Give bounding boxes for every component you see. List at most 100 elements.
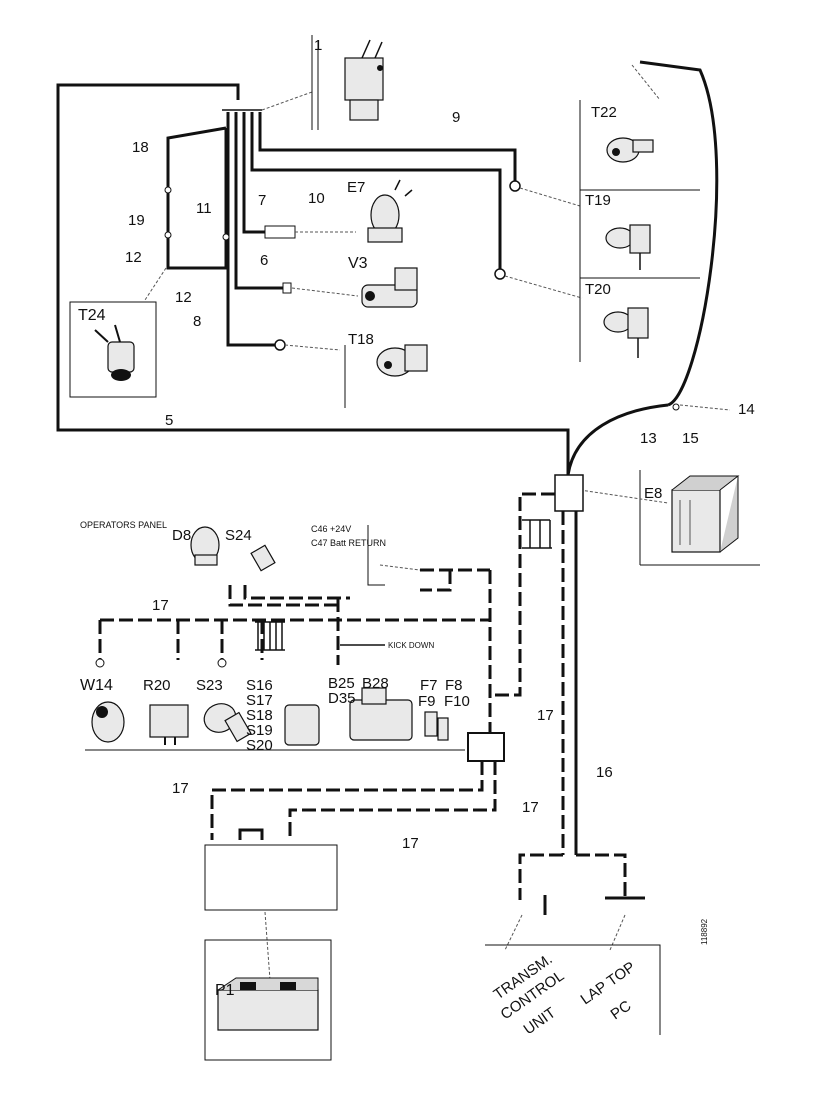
label-laptop-2: PC: [608, 997, 635, 1023]
label-S24: S24: [225, 527, 252, 544]
connector-dot-12: [164, 231, 172, 239]
label-E7: E7: [347, 179, 365, 196]
wire-17-to-p1-b: [288, 761, 497, 840]
frame-p1-top: [204, 844, 338, 911]
switch-comb: [255, 621, 285, 651]
label-T18: T18: [348, 331, 374, 348]
label-17c: 17: [172, 780, 189, 797]
label-9: 9: [452, 109, 460, 126]
label-E8: E8: [644, 485, 662, 502]
label-13: 13: [640, 430, 657, 447]
label-15: 15: [682, 430, 699, 447]
leader-1: [261, 91, 313, 111]
label-11: 11: [196, 200, 212, 217]
wire-branch-mid: [490, 492, 555, 697]
p1-jumper: [238, 828, 264, 840]
component-frames-bottom: [85, 525, 661, 1061]
frame-e8: [639, 470, 760, 566]
label-drawing-id: 118892: [700, 918, 709, 945]
frame-1: [311, 35, 319, 130]
sensor-t19-icon: [605, 224, 651, 270]
leader-t20: [504, 275, 583, 299]
sensor-e7-icon: [367, 179, 413, 243]
label-T22: T22: [591, 104, 617, 121]
main-connector: [554, 474, 584, 512]
label-10: 10: [308, 190, 325, 207]
label-17e: 17: [522, 799, 539, 816]
label-laptop-1: LAP TOP: [578, 958, 639, 1008]
label-T24: T24: [78, 307, 106, 324]
connector-t18: [274, 339, 286, 351]
switch-s24-icon: [250, 544, 276, 572]
valve-v3-icon: [361, 267, 418, 308]
label-18: 18: [132, 139, 149, 156]
frame-transm: [485, 944, 661, 1035]
leader-laptop: [609, 914, 626, 951]
label-5: 5: [165, 412, 173, 429]
upper-harness: [56, 60, 731, 476]
connector-s23: [217, 658, 227, 668]
leader-t24: [144, 267, 167, 301]
label-R20: R20: [143, 677, 171, 694]
label-B25: B25: [328, 675, 355, 692]
connector-t19: [509, 180, 521, 192]
label-16: 16: [596, 764, 613, 781]
label-F7: F7: [420, 677, 438, 694]
label-17a: 17: [152, 597, 169, 614]
label-F9: F9: [418, 693, 436, 710]
branch-comb: [522, 519, 552, 549]
wire-14: [639, 60, 719, 407]
wire-13: [566, 403, 669, 476]
label-F10: F10: [444, 693, 470, 710]
fuse-connector: [467, 732, 505, 762]
label-P1: P1: [215, 982, 235, 999]
wire-5-loop: [56, 83, 570, 475]
leader-14: [679, 404, 731, 411]
frame-t24: [69, 301, 157, 398]
label-1: 1: [314, 37, 322, 54]
label-F8: F8: [445, 677, 463, 694]
label-operators-panel: OPERATORS PANEL: [80, 520, 167, 530]
leader-batt: [379, 564, 421, 571]
label-S16: S16: [246, 677, 273, 694]
leader-top: [631, 64, 661, 101]
connector-w14: [95, 658, 105, 668]
battery-p1-icon: [217, 977, 319, 1031]
sensor-t18-icon: [376, 344, 428, 377]
lower-harness: [95, 474, 645, 981]
label-19: 19: [128, 212, 145, 229]
frame-p1: [204, 939, 332, 1061]
component-sketches-top: [94, 39, 760, 566]
connector-t20: [494, 268, 506, 280]
leader-tcu: [504, 914, 523, 951]
sensor-t24-icon: [94, 324, 135, 381]
label-T19: T19: [585, 192, 611, 209]
valves-b25-b28-icon: [349, 687, 413, 741]
frame-operators-panel: [367, 525, 385, 586]
label-T20: T20: [585, 281, 611, 298]
switches-s16-s20-icon: [284, 704, 320, 746]
harness-trunk-c: [242, 112, 265, 234]
wire-laptop: [576, 853, 627, 900]
wire-10: [250, 112, 502, 270]
label-V3: V3: [348, 255, 368, 272]
module-e8-icon: [671, 475, 740, 553]
label-D8: D8: [172, 527, 191, 544]
label-17b: 17: [537, 707, 554, 724]
label-S23: S23: [196, 677, 223, 694]
connector-e7: [264, 225, 296, 239]
label-S17: S17: [246, 692, 273, 709]
harness-trunk-b: [234, 112, 283, 290]
label-S18: S18: [246, 707, 273, 724]
leader-v3: [291, 287, 359, 297]
label-17d: 17: [402, 835, 419, 852]
fuses-f7-f10-icon: [424, 711, 449, 741]
label-14: 14: [738, 401, 755, 418]
label-8: 8: [193, 313, 201, 330]
label-B28: B28: [362, 675, 389, 692]
leader-p1: [264, 911, 271, 981]
connector-dot-11: [222, 233, 230, 241]
connector-dot-19: [164, 186, 172, 194]
relay-r20-icon: [149, 704, 189, 745]
